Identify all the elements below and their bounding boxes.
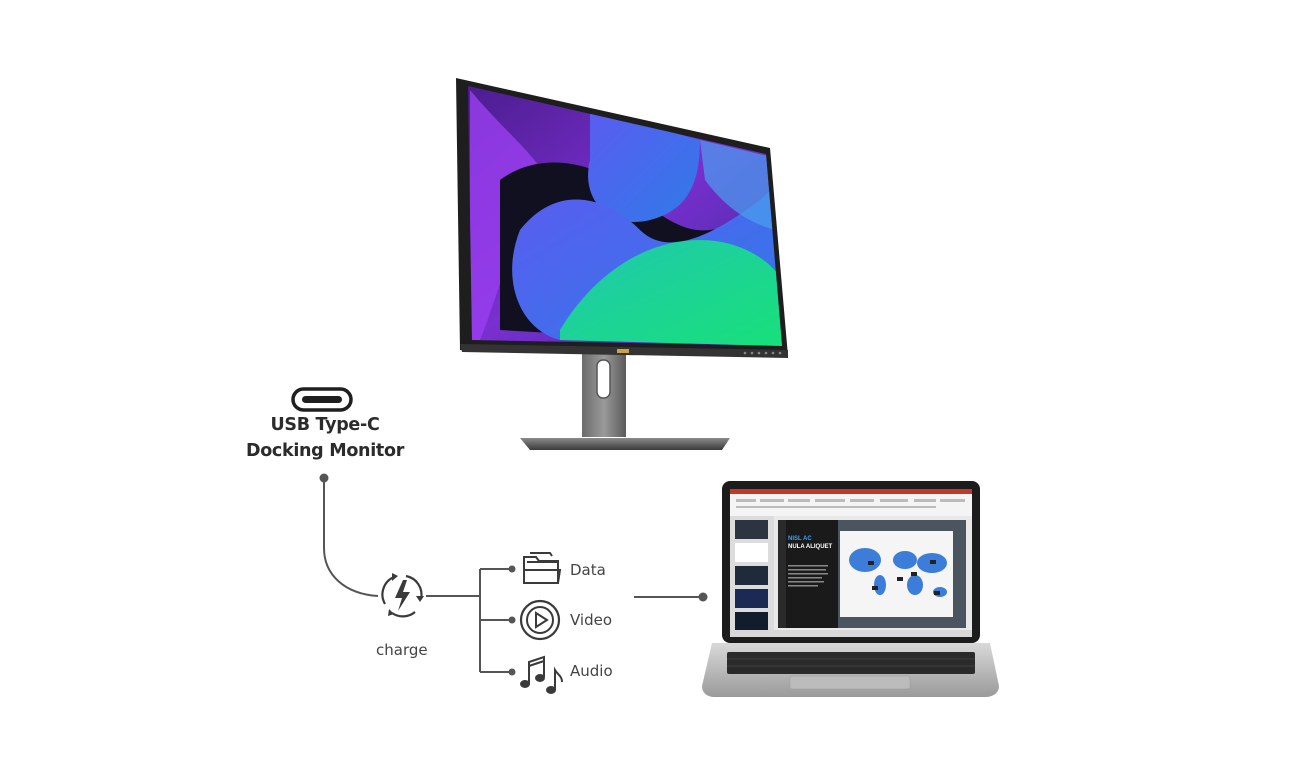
connector-dot-data (508, 565, 516, 573)
laptop-keyboard (727, 652, 975, 674)
folder-icon (523, 552, 562, 584)
connector-dot-audio (508, 668, 516, 676)
usb-type-c-icon (291, 387, 353, 412)
music-notes-icon (520, 655, 563, 694)
laptop-trackpad (789, 675, 911, 690)
monitor-stand-base (520, 438, 730, 450)
charge-label: charge (376, 641, 428, 659)
monitor-stand-cable-hole (596, 359, 611, 399)
slide-title-line1: NISL AC (788, 536, 812, 542)
monitor-image (456, 78, 788, 450)
connector-dot-source (319, 473, 329, 483)
connector-dot-video (508, 616, 516, 624)
diagram-title-line2: Docking Monitor (245, 441, 405, 461)
diagram-title-line1: USB Type-C (270, 415, 380, 435)
video-label: Video (570, 611, 613, 629)
data-label: Data (570, 561, 606, 579)
diagram-title: USB Type-C Docking Monitor (230, 412, 420, 464)
charge-icon (381, 573, 424, 618)
connector-lines (323, 478, 702, 673)
laptop-image: NISL AC NULA ALIQUET (702, 481, 999, 697)
connector-dot-laptop (698, 592, 708, 602)
slide-title-line2: NULA ALIQUET (788, 544, 833, 550)
audio-label: Audio (570, 662, 613, 680)
monitor-screen (468, 86, 782, 346)
play-icon (519, 599, 561, 641)
